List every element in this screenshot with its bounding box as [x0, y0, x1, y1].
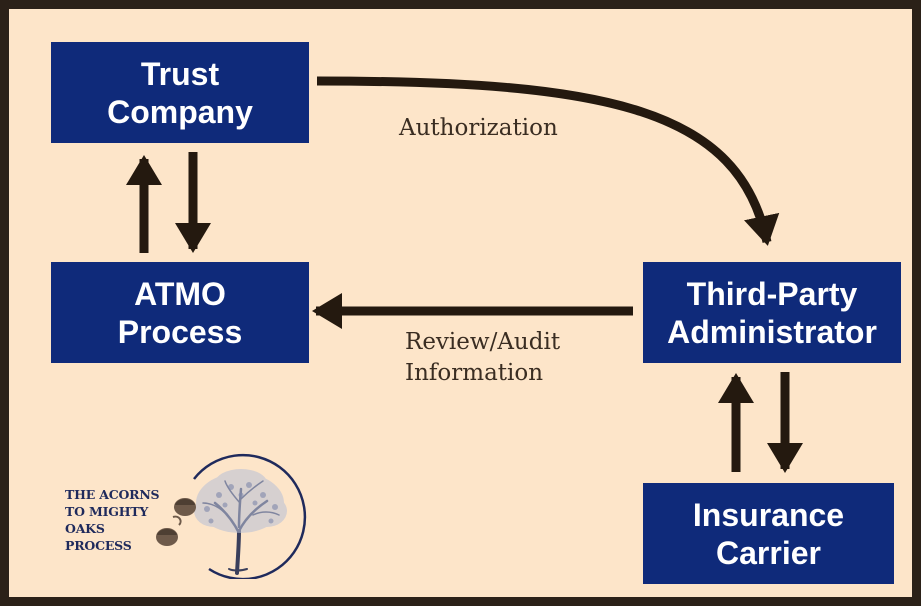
trust-company-label-line2: Company [107, 93, 253, 130]
atmo-process-label-line1: ATMO [134, 275, 226, 312]
authorization-label: Authorization [399, 115, 558, 141]
review-audit-label-line2: Information [405, 360, 544, 386]
third-party-administrator-label-line2: Administrator [667, 313, 877, 350]
logo-text-line1: THE ACORNS [65, 487, 160, 502]
insurance-carrier-label-line2: Carrier [716, 534, 821, 571]
diagram-canvas: Trust Company ATMO Process Third-Party A… [9, 9, 912, 597]
trust-company-label-line1: Trust [140, 55, 220, 92]
review-audit-label-line1: Review/Audit [405, 329, 561, 355]
trust-company-box: Trust Company [51, 42, 309, 143]
logo-text-line2: TO MIGHTY [65, 504, 149, 519]
logo-text: THE ACORNS TO MIGHTY OAKS PROCESS [65, 486, 160, 554]
third-party-administrator-label-line1: Third-Party [686, 275, 858, 312]
tree-canopy [194, 469, 287, 533]
tree-canopy-texture [204, 482, 278, 524]
insurance-carrier-label-line1: Insurance [692, 496, 845, 533]
third-party-administrator-box: Third-Party Administrator [643, 262, 901, 363]
insurance-carrier-box: Insurance Carrier [643, 483, 894, 584]
atmo-process-box: ATMO Process [51, 262, 309, 363]
flow-arrows [126, 76, 803, 473]
atmo-process-label-line2: Process [117, 313, 243, 350]
logo-text-line4: PROCESS [65, 538, 132, 553]
acorns-to-mighty-oaks-logo: THE ACORNS TO MIGHTY OAKS PROCESS [49, 451, 309, 579]
acorn-icon [156, 498, 196, 546]
authorization-arrow [316, 76, 780, 246]
review-audit-label: Review/Audit Information [405, 327, 560, 389]
logo-ring [193, 453, 307, 579]
logo-text-line3: OAKS [65, 521, 105, 536]
